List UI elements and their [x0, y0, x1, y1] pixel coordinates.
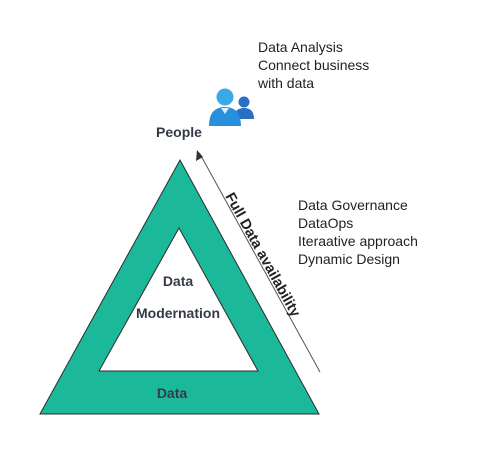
- people-notes: Data Analysis Connect business with data: [257, 39, 369, 91]
- practice-item-1: Data Governance: [298, 197, 408, 213]
- practices-list: Data Governance DataOps Iteraative appro…: [298, 197, 418, 267]
- availability-arrow: [196, 150, 321, 373]
- data-triangle: [39, 158, 320, 415]
- triangle-outer: [39, 158, 320, 415]
- inner-label-modernation: Modernation: [136, 305, 220, 321]
- people-note-3: with data: [257, 75, 314, 91]
- arrow-shaft: [199, 153, 321, 373]
- practice-item-3: Iteraative approach: [298, 233, 418, 249]
- people-note-2: Connect business: [258, 57, 369, 73]
- practice-item-4: Dynamic Design: [298, 251, 400, 267]
- arrow-head-icon: [196, 150, 203, 161]
- practice-item-2: DataOps: [298, 215, 353, 231]
- people-note-1: Data Analysis: [258, 39, 343, 55]
- people-group-icon: [209, 88, 254, 126]
- inner-label-data: Data: [163, 273, 194, 289]
- people-label: People: [156, 124, 202, 140]
- base-label-data: Data: [157, 385, 188, 401]
